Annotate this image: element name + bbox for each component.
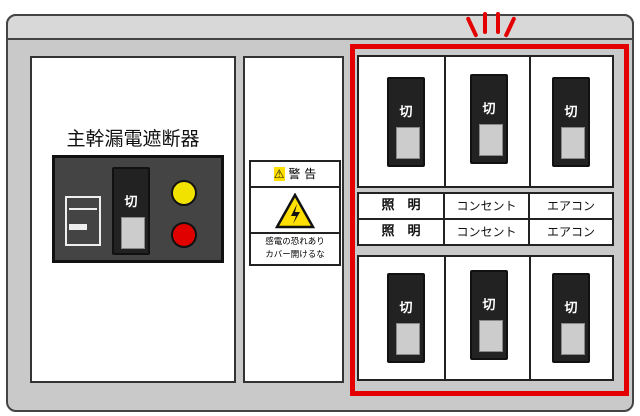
main-breaker-unit: 切: [52, 155, 224, 263]
label-aircon: エアコン: [530, 194, 612, 220]
label-lighting: 照 明: [359, 220, 445, 246]
label-outlet: コンセント: [445, 220, 530, 246]
breaker-switch-lighting-top[interactable]: 切: [387, 77, 425, 167]
highlight-frame: [350, 44, 629, 396]
panel-lid: [6, 14, 634, 40]
warning-text-line1: 感電の恐れあり: [265, 237, 325, 247]
breaker-switch-outlet-top[interactable]: 切: [470, 74, 508, 164]
electric-shock-icon: [275, 193, 315, 229]
warning-text-line2: カバー開けるな: [265, 250, 325, 260]
yellow-indicator-light: [171, 180, 197, 206]
breaker-switch-lighting-bottom[interactable]: 切: [387, 273, 425, 363]
red-indicator-light: [171, 222, 197, 248]
warning-triangle-icon: ⚠: [273, 167, 285, 181]
label-outlet: コンセント: [445, 194, 530, 220]
main-breaker-title: 主幹漏電遮断器: [66, 128, 200, 150]
warning-label: ⚠ 警 告 感電の恐れあり カバー開けるな: [249, 160, 341, 266]
breaker-switch-aircon-bottom[interactable]: 切: [552, 273, 590, 363]
breaker-switch-outlet-bottom[interactable]: 切: [470, 270, 508, 360]
circuit-label-table: 照 明 コンセント エアコン 照 明 コンセント エアコン: [357, 192, 614, 246]
label-lighting: 照 明: [359, 194, 445, 220]
attention-mark: [496, 12, 500, 34]
warning-header: 警 告: [288, 167, 317, 181]
device-icon: [65, 196, 101, 246]
branch-breakers-bottom: 切 切 切: [357, 255, 614, 381]
attention-mark: [483, 12, 487, 34]
main-breaker-switch[interactable]: 切: [112, 167, 150, 255]
branch-breakers-top: 切 切 切: [357, 55, 614, 188]
breaker-switch-aircon-top[interactable]: 切: [552, 77, 590, 167]
label-aircon: エアコン: [530, 220, 612, 246]
